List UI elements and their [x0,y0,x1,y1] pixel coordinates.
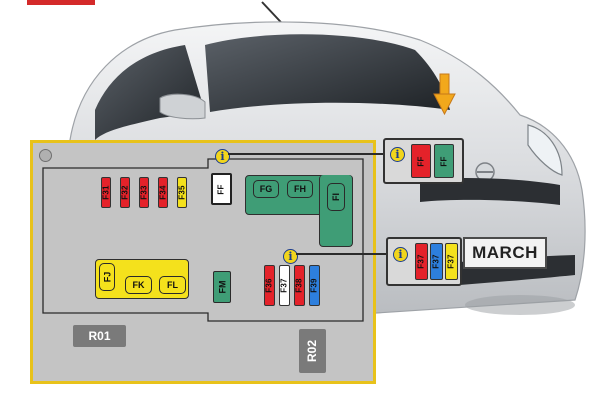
license-plate: MARCH [463,237,547,269]
fuse-ff-label: FF [217,183,226,195]
green-relay-group-extension [319,175,353,247]
callout-top-fuse-1: FF [434,144,454,178]
fuse-f35: F35 [177,177,187,208]
relay-fm-label: FM [217,280,227,294]
callout-bottom: i F37 F37 F37 [386,237,462,286]
relay-fi-label: FI [331,193,341,201]
side-window [95,45,205,140]
fuse-f32-label: F32 [120,185,130,200]
fuse-f32: F32 [120,177,130,208]
relay-fk-label: FK [132,280,145,290]
fuse-f36: F36 [264,265,275,306]
callout-bottom-fuse-0-label: F37 [417,254,427,269]
info-icon-top: i [215,149,230,164]
fuse-f33-label: F33 [139,185,149,200]
fuse-f34: F34 [158,177,168,208]
relay-fl: FL [159,276,186,294]
windshield [205,34,450,112]
corner-tab [27,0,95,5]
callout-bottom-fuse-2-label: F37 [447,254,457,269]
callout-bottom-fuse-1-label: F37 [432,254,442,269]
callout-top-fuse-0-label: FF [416,155,426,167]
fuse-f31: F31 [101,177,111,208]
fuse-box-outline [42,158,364,322]
grille [420,177,560,205]
relay-fh-label: FH [294,184,306,194]
fuse-f38: F38 [294,265,305,306]
fuse-f36-label: F36 [265,278,275,293]
fuse-ff: FF [211,173,232,205]
fuse-f34-label: F34 [158,185,168,200]
info-icon-callout-bottom: i [393,247,408,262]
block-r01-label: R01 [88,329,111,343]
fuse-f39-label: F39 [310,278,320,293]
callout-top: i FF FF [383,138,464,184]
relay-fj: FJ [99,263,115,291]
fuse-box-panel: F31 F32 F33 F34 F35 FF FG FH FI FJ FK FL FM F36 F… [30,140,376,384]
leader-line-bottom [296,253,387,255]
headlight [527,124,563,176]
relay-fm: FM [213,271,231,303]
mounting-hole [39,149,52,162]
relay-fj-label: FJ [101,271,112,283]
leader-line-top [228,153,383,155]
relay-fg-label: FG [259,184,273,194]
block-r02: R02 [299,329,326,373]
callout-bottom-fuse-2: F37 [445,243,458,280]
relay-fg: FG [253,180,279,198]
side-mirror [159,93,206,120]
fuse-f35-label: F35 [177,185,187,200]
block-r02-label: R02 [305,339,320,363]
fuse-f37: F37 [279,265,290,306]
callout-bottom-fuse-0: F37 [415,243,428,280]
callout-top-fuse-1-label: FF [439,155,449,167]
relay-fi: FI [327,183,345,211]
info-icon-callout-top: i [390,147,405,162]
relay-fk: FK [125,276,152,294]
info-icon-bottom: i [283,249,298,264]
relay-fl-label: FL [167,280,178,290]
fuse-f31-label: F31 [101,185,111,200]
callout-top-fuse-0: FF [411,144,431,178]
fuse-f37-label: F37 [280,278,290,293]
fuse-f38-label: F38 [295,278,305,293]
fuse-f39: F39 [309,265,320,306]
callout-bottom-fuse-1: F37 [430,243,443,280]
down-arrow-icon [433,73,456,116]
relay-fh: FH [287,180,313,198]
block-r01: R01 [73,325,126,347]
fuse-f33: F33 [139,177,149,208]
plate-text: MARCH [472,243,538,262]
